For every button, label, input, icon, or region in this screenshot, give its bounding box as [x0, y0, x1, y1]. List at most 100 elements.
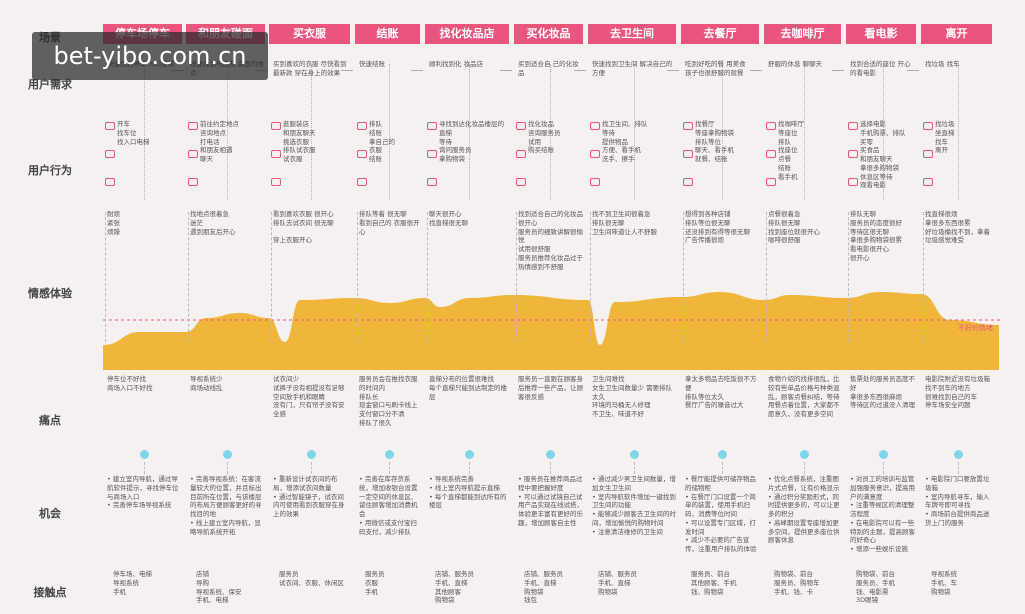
stage-divider [144, 64, 145, 200]
stage-opp-10: • 电影院门口要放置垃圾箱 • 室内导航寻车，输入车牌号即可寻找 • 商场前台提… [925, 475, 990, 527]
opportunity-connector [633, 462, 635, 474]
opportunity-dot [629, 450, 639, 459]
stage-opp-9: • 对员工的培训与监管加强服务意识，提高用户的满意度 • 注重等候区的清理整洁程… [850, 475, 915, 554]
emotion-connector [271, 212, 272, 342]
stage-emo-4: 聊天很开心 找直梯很无聊 [429, 210, 468, 227]
stage-header-3: 结账 [355, 24, 420, 44]
opportunity-connector [468, 462, 470, 474]
stage-emo-3: 排队等着 很无聊 看到自己的 衣服很开心 [359, 210, 420, 236]
stage-tp-8: 购物袋、前台 服务员、购物车 手机、钱、卡 [774, 570, 820, 596]
emotion-connector [683, 212, 684, 342]
emotion-connector [848, 212, 849, 342]
stage-divider [311, 64, 312, 200]
behavior-icon [271, 122, 281, 130]
behavior-icon [848, 178, 858, 186]
behavior-icon [105, 150, 115, 158]
stage-tp-4: 店铺、服务员 手机、直梯 其他顾客 购物袋 [435, 570, 474, 605]
emotion-connector [427, 212, 428, 342]
stage-beh-9: 选择电影 手机购票、排队 买零 买食品 和朋友聊天 拿很多购物袋 休息区等待 观… [860, 120, 906, 190]
stage-tp-9: 购物袋、前台 服务员、手机 钱、电影票 3D眼镜 [856, 570, 895, 605]
stage-opp-0: • 建立室内导航，通过导航软件提示，寻找停车位与商场入口 • 完善停车场导视系统 [107, 475, 179, 510]
watermark: bet-yibo.com.cn [32, 32, 268, 80]
behavior-icon [590, 178, 600, 186]
stage-beh-1: 前往约定地点 咨询地点 打电话 和朋友相遇 聊天 [200, 120, 239, 164]
opportunity-dot [140, 450, 149, 459]
stage-pain-2: 试衣间少 试裤子没有相提没有足够空间放手机和眼睛 没有门，只有帘子没有安全感 [273, 375, 345, 419]
stage-beh-8: 找咖啡厅 等座位 排队 找座位 点餐 结账 看手机 [778, 120, 804, 181]
stage-need-7: 吃到好吃的餐 用美食 孩子也很舒服的就餐 [685, 60, 746, 77]
stage-beh-2: 逛服装店 和朋友聊天 挑选衣服 排队试衣服 试衣服 [283, 120, 316, 164]
stage-beh-10: 找垃圾 坐直梯 找车 离开 [935, 120, 955, 155]
stage-need-3: 快速结账 [359, 60, 385, 68]
stage-tp-5: 店铺、服务员 手机、直梯 购物袋 钱包 [524, 570, 563, 605]
stage-header-5: 买化妆品 [514, 24, 583, 44]
row-label-emotion: 情感体验 [28, 287, 72, 300]
stage-divider [804, 64, 805, 200]
opportunity-connector [721, 462, 723, 474]
stage-tp-0: 停车场、电梯 导视系统 手机 [113, 570, 152, 596]
stage-opp-1: • 完善导视系统：在客流量较大的位置，并且标出目前所在位置，与该楼层的布局方便顾… [190, 475, 262, 536]
flow-arrow [411, 70, 423, 71]
stage-pain-5: 服务员一直跟在顾客身后推荐一些产品，让顾客很反感 [518, 375, 583, 401]
emotion-connector [516, 212, 517, 342]
stage-divider [721, 64, 723, 200]
stage-divider [227, 64, 228, 200]
stage-header-10: 离开 [921, 24, 992, 44]
behavior-icon [590, 150, 600, 158]
flow-arrow [667, 70, 679, 71]
stage-pain-6: 卫生间难找 女生卫生间数量少 需要排队太久 环境的马桶无人修理 不卫生、味道不好 [592, 375, 673, 419]
emotion-connector [923, 212, 924, 342]
stage-tp-1: 店铺 导购 导视系统、保安 手机、电梯 [196, 570, 242, 605]
stage-beh-0: 开车 找车位 找入口电梯 [117, 120, 150, 146]
stage-need-8: 舒服的休息 聊聊天 [768, 60, 823, 68]
stage-beh-4: 寻找到达化妆品楼层的直梯 等待 询问服务员 拿购物袋 [439, 120, 504, 164]
stage-need-2: 买到喜欢的衣服 尽快看到最新款 穿在身上的效果 [273, 60, 347, 77]
behavior-icon [357, 178, 367, 186]
opportunity-connector [550, 462, 551, 474]
stage-pain-8: 食物介绍的找排很乱，比较有些单品价格与种类混乱，顾客点餐纠结，等待用餐点着位置，… [768, 375, 840, 419]
opportunity-dot [385, 450, 394, 459]
behavior-icon [105, 178, 115, 186]
stage-opp-6: • 通过减少男卫生间数量，增加女生卫生间 • 室内导航软件增加一键找到卫生间的功… [592, 475, 676, 536]
stage-need-9: 找到合适的座位 开心的看电影 [850, 60, 911, 77]
stage-opp-2: • 重新设计试衣间的布局，增添试衣间数量 • 通过智能镜子，试衣间内可使用看到衣… [273, 475, 345, 519]
stage-tp-6: 店铺、服务员 手机、直梯 购物袋 [598, 570, 637, 596]
stage-opp-7: • 餐厅能提供可储存物品的储物柜 • 在餐厅门口设置一个简单的装置，使用手机扫码… [685, 475, 757, 554]
row-label-pain: 痛点 [39, 414, 61, 427]
stage-beh-3: 排队 结账 拿自己的 衣服 结账 [369, 120, 395, 164]
stage-beh-5: 找化妆品 咨询服务员 试用 购买结账 [528, 120, 561, 155]
emotion-connector [766, 212, 767, 342]
opportunity-dot [464, 450, 474, 459]
behavior-icon [516, 178, 526, 186]
behavior-icon [188, 178, 198, 186]
stage-divider [633, 64, 635, 200]
opportunity-dot [878, 450, 888, 459]
behavior-icon [848, 150, 858, 158]
stage-divider [550, 64, 551, 200]
stage-header-6: 去卫生间 [588, 24, 676, 44]
stage-beh-6: 找卫生间、排队 等待 提供物品 方便、看手机 洗手、擦手 [602, 120, 648, 164]
stage-emo-6: 找不到卫生间很着急 排队很无聊 卫生间味道让人不舒服 [592, 210, 657, 236]
opportunity-connector [311, 462, 312, 474]
behavior-icon [683, 178, 693, 186]
row-label-opportunity: 机会 [39, 507, 61, 520]
row-label-need: 用户需求 [28, 78, 72, 91]
stage-header-7: 去餐厅 [681, 24, 759, 44]
stage-need-6: 快速找到卫生间 解决自己的方便 [592, 60, 673, 77]
behavior-icon [923, 122, 933, 130]
behavior-icon [766, 122, 776, 130]
stage-tp-2: 服务员 试衣间、衣服、休闲区 [279, 570, 344, 587]
behavior-icon [357, 150, 367, 158]
behavior-icon [188, 122, 198, 130]
stage-header-2: 买衣服 [269, 24, 350, 44]
stage-opp-4: • 导视系统完善 • 线上室内导航提示直梯 • 每个直梯都能到达所有的楼层 [429, 475, 507, 510]
behavior-icon [427, 150, 437, 158]
stage-header-8: 去咖啡厅 [764, 24, 841, 44]
stage-pain-9: 售票处的服务员态度不好 拿很多东西很麻烦 等待区的过道没人清理 [850, 375, 915, 410]
emotion-connector [357, 212, 358, 342]
stage-divider [468, 64, 470, 200]
stage-emo-9: 排队无聊 服务员的态度很好 等待区很无聊 拿很多购物袋很累 看电影很开心 很开心 [850, 210, 902, 262]
flow-arrow [832, 70, 844, 71]
stage-opp-5: • 服务员在推荐商品过程中要把握好度 • 可以通过试镜自己试用产品实现在线试搭，… [518, 475, 583, 527]
